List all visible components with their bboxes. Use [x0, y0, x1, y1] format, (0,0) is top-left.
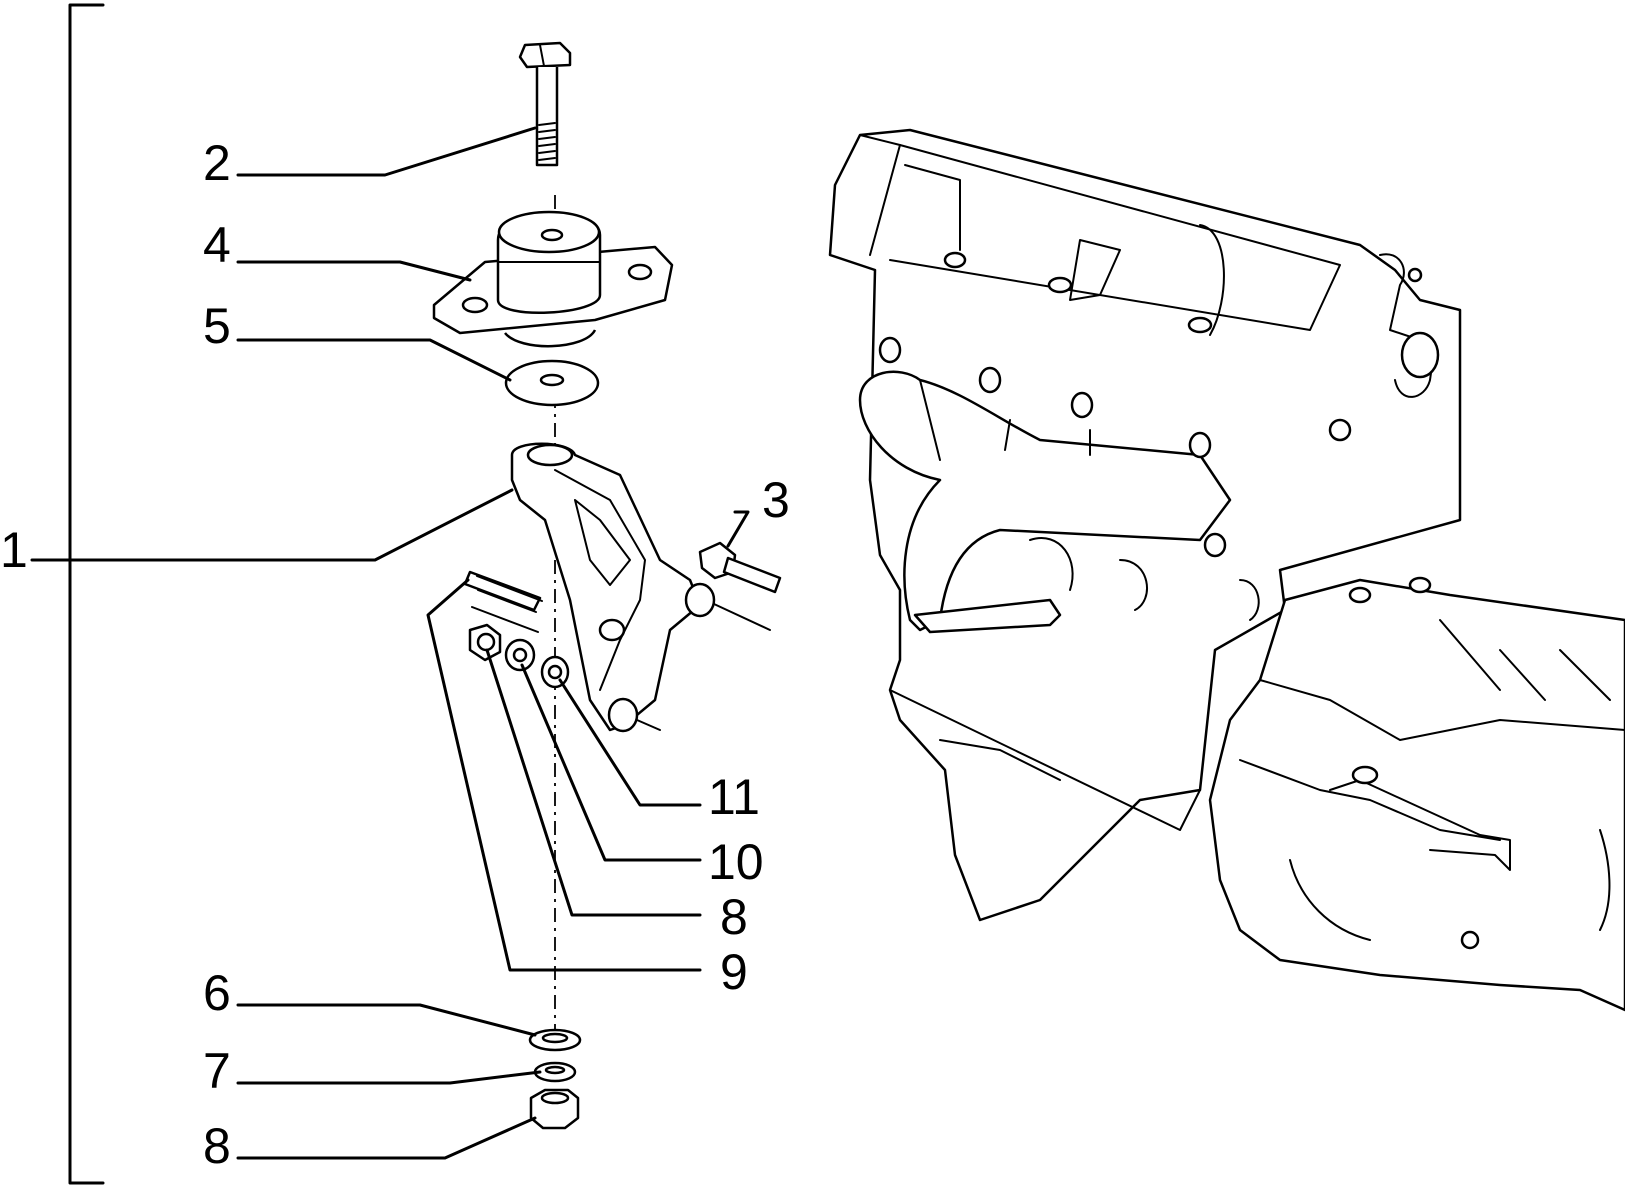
engine-illustration: [828, 128, 1462, 922]
support-bracket: [510, 442, 771, 733]
side-washer-10: [504, 638, 536, 672]
callout-1: 1: [0, 522, 28, 578]
leader-3: [726, 510, 750, 548]
leader-10: [520, 663, 702, 862]
leader-2: [236, 126, 537, 177]
callout-7: 7: [203, 1043, 231, 1099]
bottom-washer: [528, 1028, 582, 1052]
gearbox-illustration: [1208, 576, 1625, 1012]
leader-11: [558, 678, 702, 807]
stud: [463, 570, 543, 633]
leader-5: [236, 338, 512, 382]
callout-labels: 1 2 3 4 5 6 7 8 8 9 10 11: [0, 135, 790, 1174]
callout-3: 3: [762, 472, 790, 528]
leader-8-top: [485, 648, 702, 917]
leader-lines: [30, 126, 750, 1160]
leader-8-bottom: [236, 1116, 537, 1160]
leader-4: [236, 260, 472, 282]
small-bolt: [698, 541, 782, 594]
assembly-bracket: [68, 3, 105, 1185]
callout-11: 11: [708, 769, 760, 825]
callout-5: 5: [203, 298, 231, 354]
leader-1: [30, 488, 514, 562]
rubber-mount: [432, 210, 674, 348]
callout-8-top: 8: [720, 889, 748, 945]
callout-9: 9: [720, 944, 748, 1000]
side-washer-11: [540, 655, 570, 689]
callout-10: 10: [708, 834, 764, 890]
bolt: [518, 41, 572, 167]
side-nut: [468, 623, 502, 662]
leader-6: [236, 1003, 537, 1037]
lock-washer: [533, 1061, 577, 1083]
washer: [504, 359, 600, 407]
callout-6: 6: [203, 965, 231, 1021]
leader-9: [426, 578, 702, 972]
callout-8-bottom: 8: [203, 1118, 231, 1174]
bottom-nut: [529, 1088, 580, 1130]
leader-7: [236, 1070, 542, 1085]
callout-4: 4: [203, 217, 231, 273]
callout-2: 2: [203, 135, 231, 191]
